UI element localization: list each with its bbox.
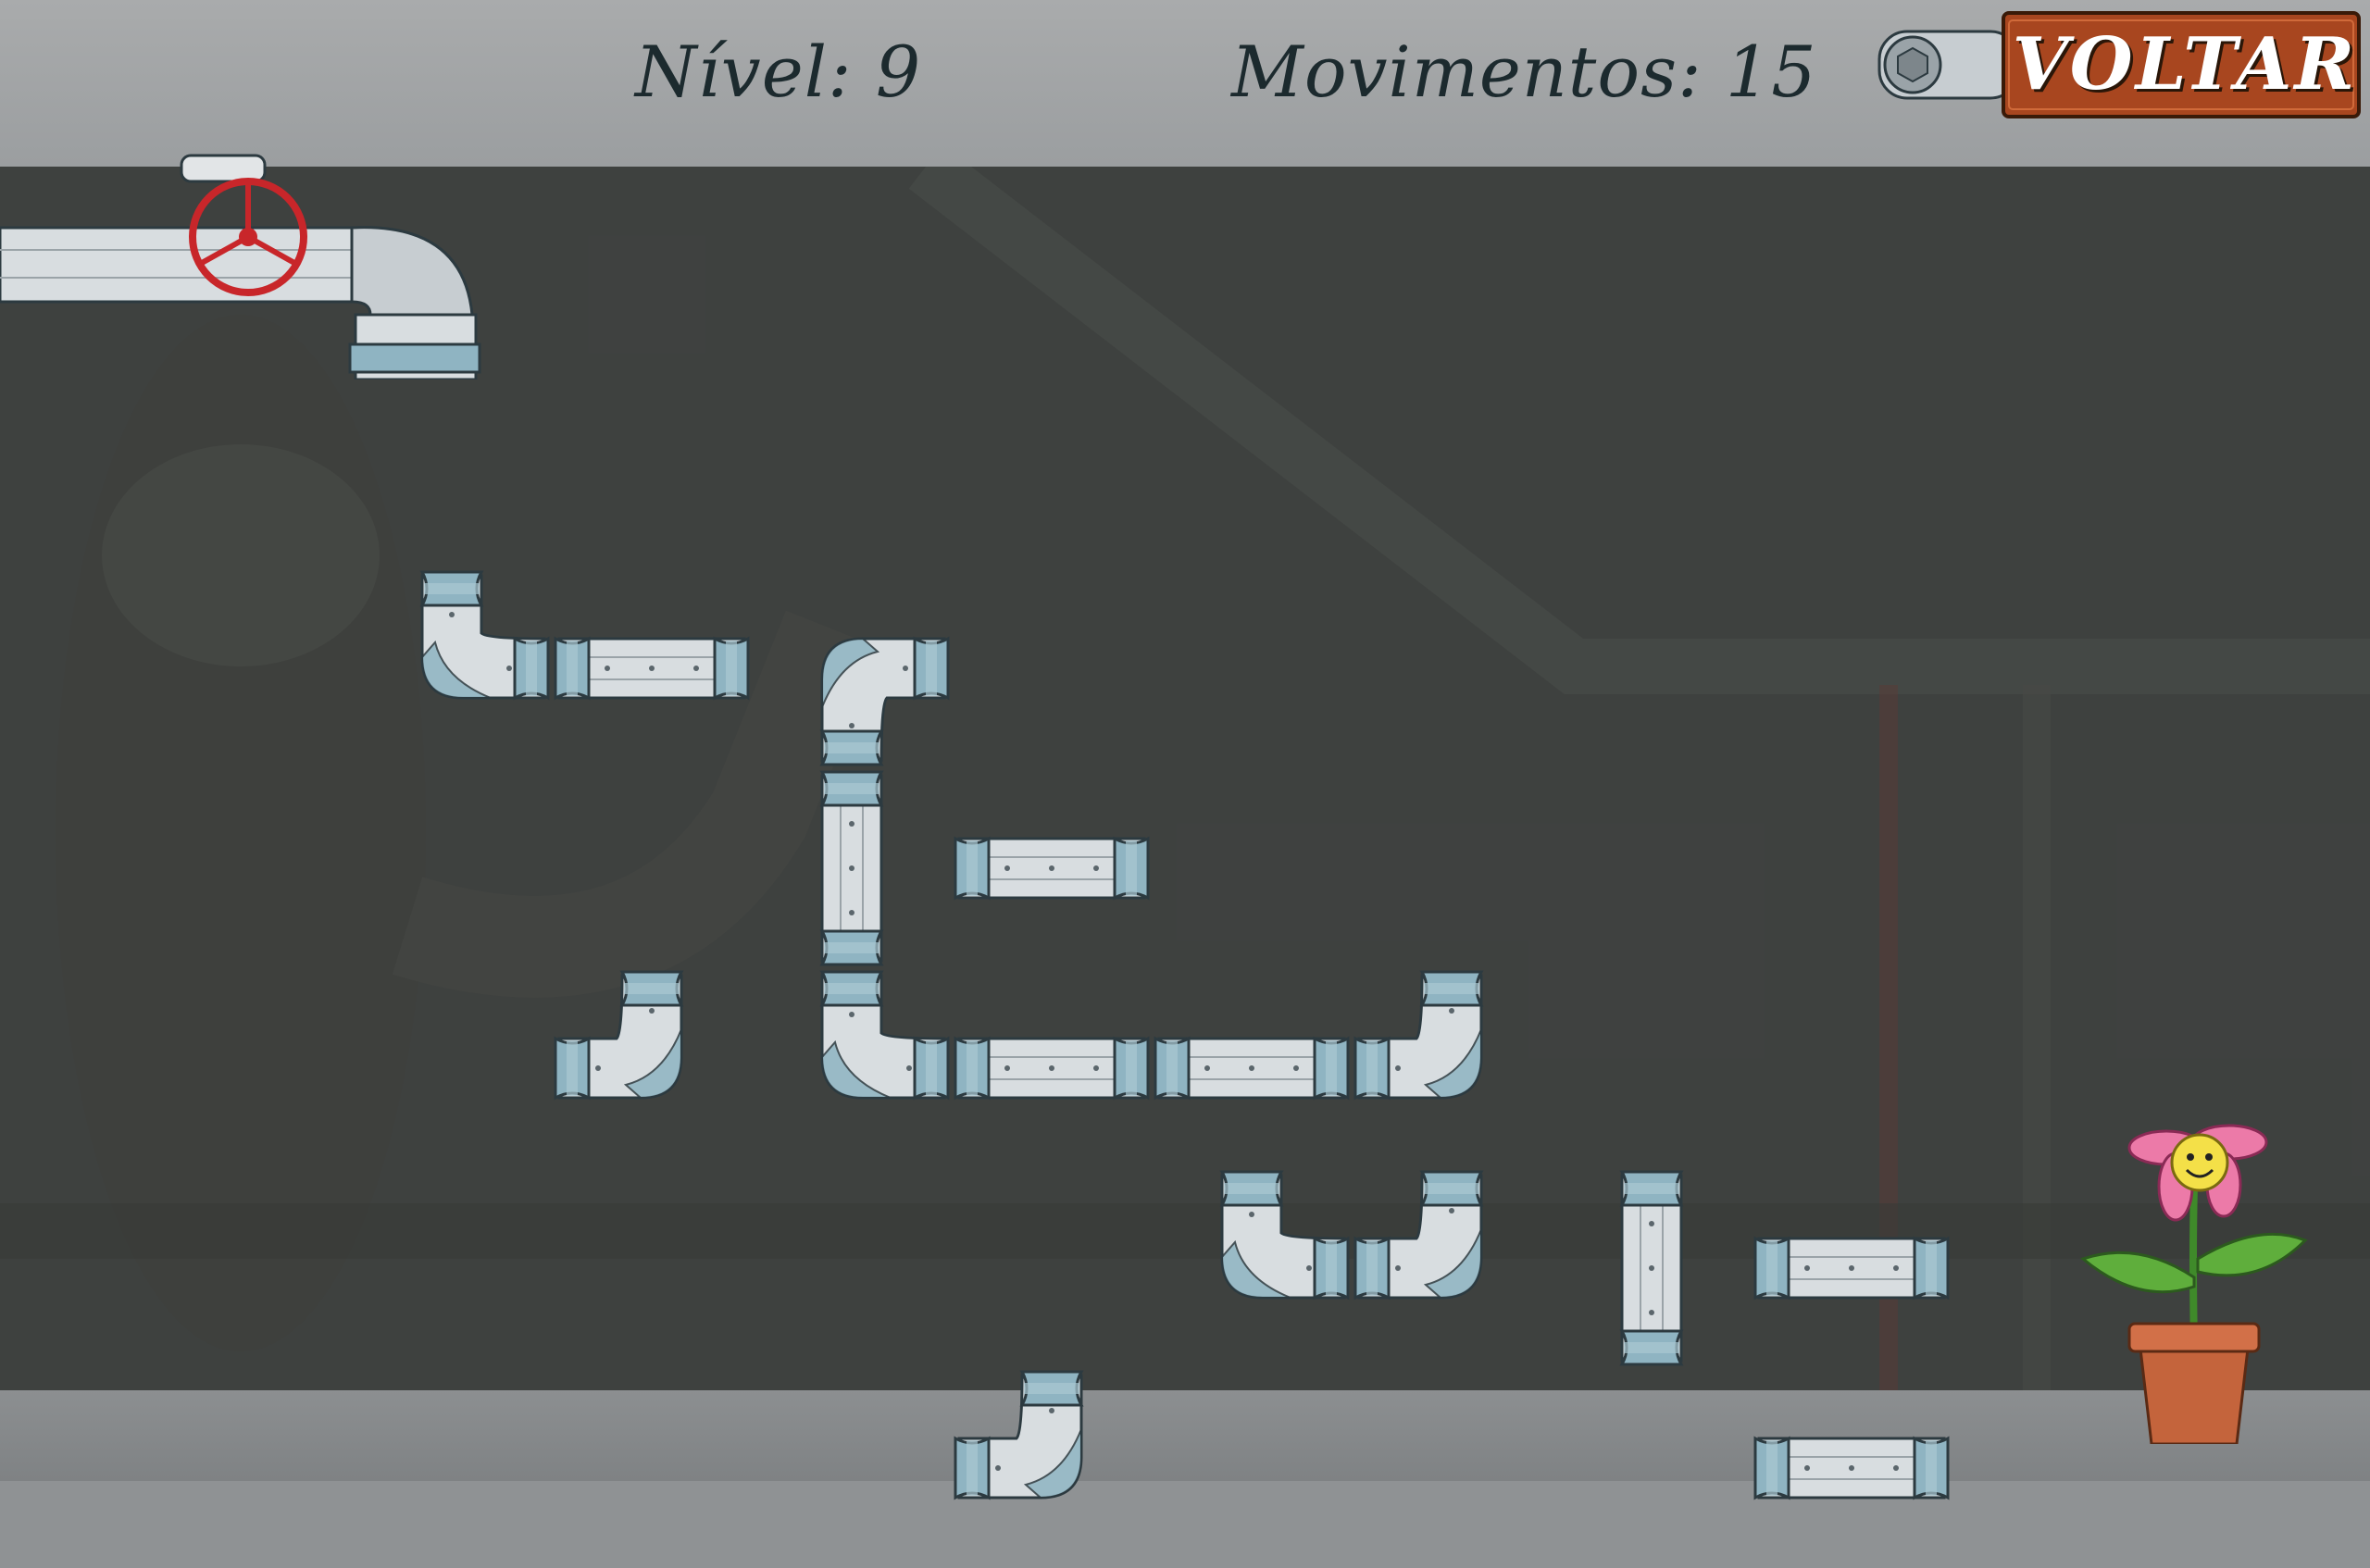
pipe-tile-straight[interactable]	[952, 768, 1152, 968]
level-label: Nível:	[635, 31, 853, 113]
pipe-tile-elbow[interactable]	[1352, 1168, 1552, 1368]
moves-display: Movimentos: 15	[1231, 26, 1817, 118]
pipe-tile-straight[interactable]	[1152, 968, 1352, 1168]
pipe-tile-elbow[interactable]	[352, 568, 552, 768]
pipe-tile-straight[interactable]	[1752, 1168, 1952, 1368]
valve-wheel-icon[interactable]	[189, 178, 307, 296]
background-pipes-illustration	[0, 144, 2370, 1390]
water-inlet-pipe	[0, 139, 500, 381]
back-button[interactable]: VOLTAR	[1870, 7, 2363, 122]
flower-pot-icon	[2074, 1074, 2314, 1446]
pipe-tile-straight[interactable]	[952, 968, 1152, 1168]
level-display: Nível: 9	[635, 26, 921, 118]
moves-label: Movimentos:	[1231, 31, 1703, 113]
moves-value: 15	[1725, 31, 1817, 113]
pipe-tile-elbow[interactable]	[552, 968, 752, 1168]
pipe-tile-elbow[interactable]	[752, 568, 952, 768]
pipe-tile-elbow[interactable]	[1352, 968, 1552, 1168]
pipe-tile-elbow[interactable]	[1152, 1168, 1352, 1368]
pipe-tile-elbow[interactable]	[752, 968, 952, 1168]
floor	[0, 1390, 2370, 1481]
back-button-label: VOLTAR	[2012, 22, 2358, 106]
hex-bolt-icon	[1883, 35, 1942, 94]
pipe-tile-straight[interactable]	[552, 568, 752, 768]
pipe-tile-straight[interactable]	[752, 768, 952, 968]
level-value: 9	[875, 31, 922, 113]
pipe-tile-elbow[interactable]	[952, 1368, 1152, 1568]
pipe-tile-straight[interactable]	[1752, 1368, 1952, 1568]
pipe-tile-straight[interactable]	[1552, 1168, 1752, 1368]
